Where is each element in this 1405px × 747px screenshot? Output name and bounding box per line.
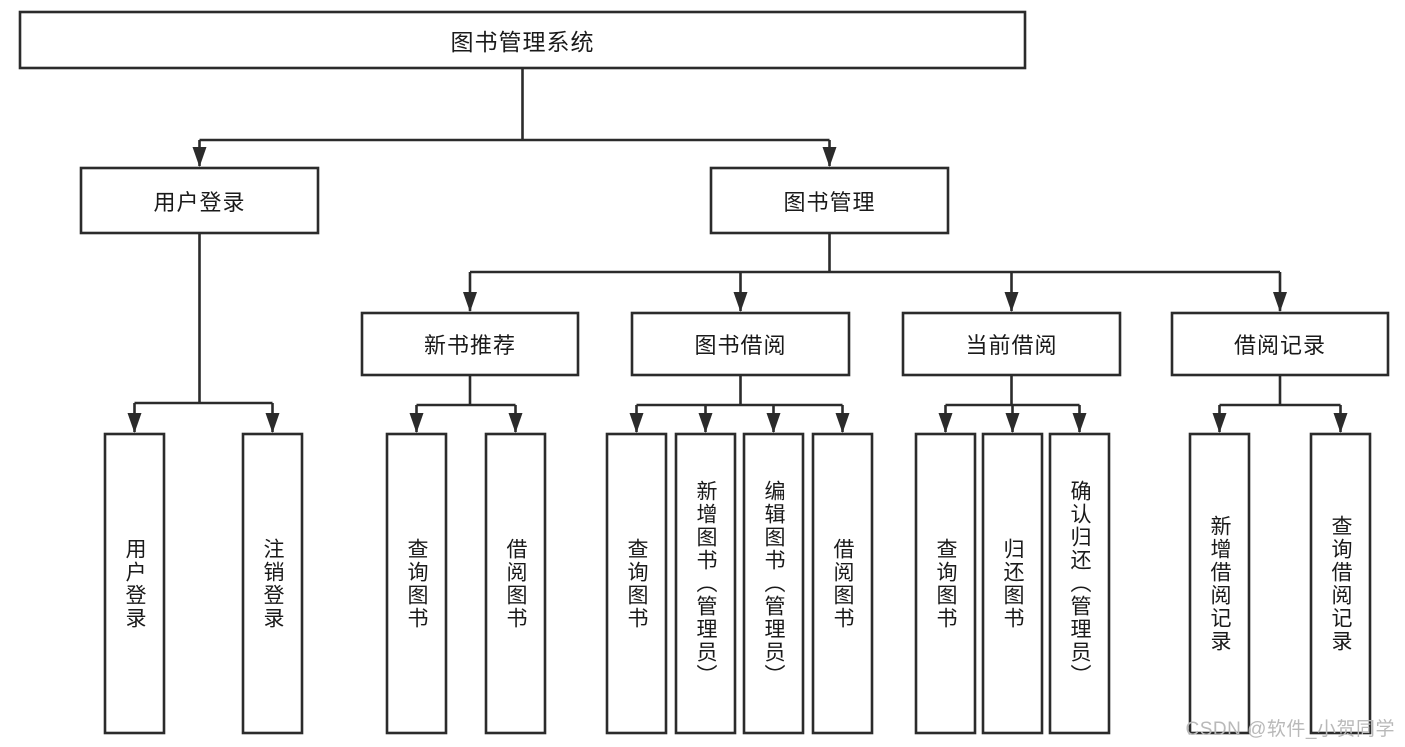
node-new-book-recommend[interactable] (360, 311, 580, 377)
arrow-head-icon (463, 292, 477, 312)
node-leaf-edit-book[interactable] (742, 432, 805, 735)
node-leaf-borrow-book[interactable] (811, 432, 874, 735)
node-book-borrow[interactable] (630, 311, 851, 377)
arrow-head-icon (127, 413, 142, 433)
node-leaf-confirm-return[interactable] (1048, 432, 1111, 735)
node-current-borrow[interactable] (901, 311, 1122, 377)
arrow-head-icon (698, 413, 713, 433)
node-leaf-borrow-book-rec[interactable] (484, 432, 547, 735)
arrow-head-icon (766, 413, 781, 433)
arrow-head-icon (938, 413, 953, 433)
arrow-head-icon (192, 147, 207, 167)
node-leaf-add-record[interactable] (1188, 432, 1251, 735)
node-leaf-logout[interactable] (241, 432, 304, 735)
arrow-head-icon (1005, 413, 1020, 433)
arrow-head-icon (835, 413, 850, 433)
node-title[interactable] (18, 10, 1027, 70)
node-leaf-query-book-rec[interactable] (385, 432, 448, 735)
arrow-head-icon (1072, 413, 1087, 433)
node-user-login[interactable] (79, 166, 320, 235)
arrow-head-icon (629, 413, 644, 433)
node-leaf-return-book[interactable] (981, 432, 1044, 735)
arrow-head-icon (409, 413, 424, 433)
arrow-head-icon (1004, 292, 1019, 312)
arrow-head-icon (733, 292, 748, 312)
connectors-group (127, 68, 1348, 433)
arrow-head-icon (1212, 413, 1227, 433)
arrow-head-icon (822, 147, 837, 167)
arrow-head-icon (1273, 292, 1287, 312)
boxes-group (18, 10, 1390, 735)
arrow-head-icon (265, 413, 280, 433)
node-leaf-query-book-current[interactable] (914, 432, 977, 735)
node-leaf-query-record[interactable] (1309, 432, 1372, 735)
node-borrow-record[interactable] (1170, 311, 1390, 377)
arrow-head-icon (508, 413, 523, 433)
node-leaf-query-book-borrow[interactable] (605, 432, 668, 735)
node-leaf-add-book[interactable] (674, 432, 737, 735)
arrow-head-icon (1333, 413, 1348, 433)
node-book-management[interactable] (709, 166, 950, 235)
node-leaf-user-login[interactable] (103, 432, 166, 735)
